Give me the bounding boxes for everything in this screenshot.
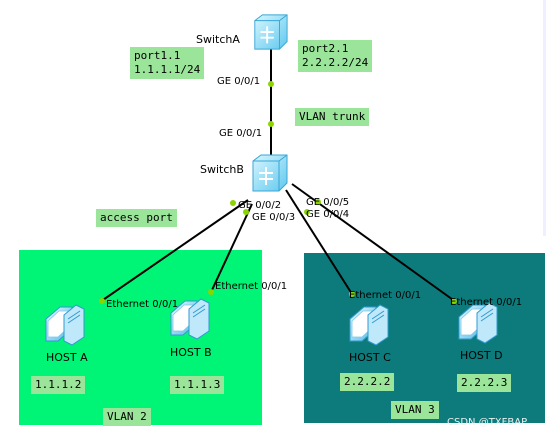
port2-box: port2.1 2.2.2.2/24 [298, 40, 373, 72]
port-label: GE 0/0/1 [219, 128, 263, 139]
host-b-ip: 1.1.1.3 [170, 376, 225, 394]
switch-a-icon[interactable] [253, 13, 289, 51]
vlan3-label: VLAN 3 [391, 401, 439, 419]
port-dot [230, 200, 236, 206]
port-dot [208, 289, 214, 295]
host-d-name: HOST D [460, 349, 503, 362]
port-label: GE 0/0/4 [306, 209, 350, 220]
port-dot [99, 298, 105, 304]
link-host-c [285, 189, 353, 295]
link-host-a [99, 199, 249, 303]
edge-strip [543, 0, 546, 236]
port-label: Ethernet 0/0/1 [450, 297, 523, 308]
host-d-icon[interactable] [458, 302, 498, 344]
port-dot [304, 209, 310, 215]
port-dot [243, 209, 249, 215]
vlan2-label: VLAN 2 [103, 408, 151, 426]
port-label: GE 0/0/1 [217, 76, 261, 87]
link-host-b [211, 203, 253, 291]
host-c-ip: 2.2.2.2 [340, 373, 395, 391]
host-c-icon[interactable] [349, 304, 389, 346]
port-dot [315, 199, 321, 205]
port-label: GE 0/0/3 [252, 212, 296, 223]
port-dot [349, 291, 355, 297]
trunk-box: VLAN trunk [295, 108, 370, 126]
host-b-name: HOST B [170, 346, 212, 359]
port-dot [268, 121, 274, 127]
watermark: CSDN @TXFBAP [447, 417, 528, 428]
port-dot [268, 81, 274, 87]
port-label: Ethernet 0/0/1 [349, 290, 422, 301]
switch-b-label: SwitchB [200, 163, 244, 176]
port-label: Ethernet 0/0/1 [106, 299, 179, 310]
host-c-name: HOST C [349, 351, 391, 364]
port-dot [451, 298, 457, 304]
host-a-name: HOST A [46, 351, 88, 364]
switch-b-icon[interactable] [251, 153, 289, 193]
host-a-icon[interactable] [45, 304, 85, 346]
port1-box: port1.1 1.1.1.1/24 [130, 47, 205, 79]
access-box: access port [96, 209, 177, 227]
host-d-ip: 2.2.2.3 [457, 374, 512, 392]
port-label: GE 0/0/2 [238, 200, 282, 211]
port-label: Ethernet 0/0/1 [215, 281, 288, 292]
switch-a-label: SwitchA [196, 33, 240, 46]
host-a-ip: 1.1.1.2 [31, 376, 86, 394]
port-label: GE 0/0/5 [306, 197, 350, 208]
